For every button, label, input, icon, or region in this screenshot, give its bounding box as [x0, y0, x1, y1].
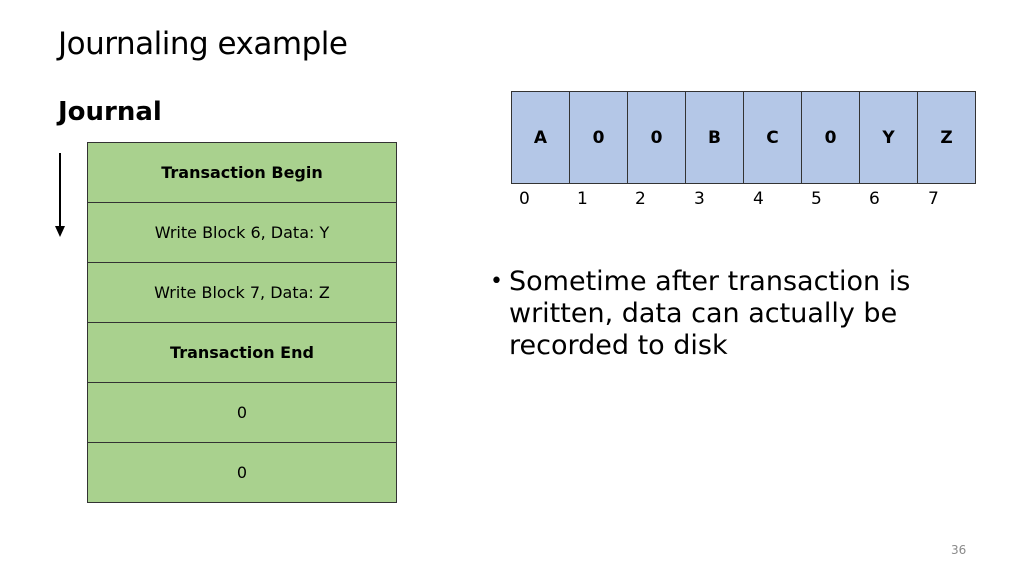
disk-index-7: 7 [928, 189, 939, 209]
journal-row: Transaction Begin [87, 142, 397, 203]
journal-heading: Journal [58, 97, 162, 127]
journal-cell-transaction-end: Transaction End [87, 322, 397, 383]
disk-index-6: 6 [869, 189, 880, 209]
bullet-marker: • [490, 269, 503, 294]
down-arrow-icon [55, 153, 65, 237]
disk-block-3: B [685, 91, 744, 184]
disk-block-5: 0 [801, 91, 860, 184]
disk-block-6: Y [859, 91, 918, 184]
disk-index-4: 4 [753, 189, 764, 209]
journal-row: Write Block 6, Data: Y [87, 202, 397, 263]
journal-row: Transaction End [87, 322, 397, 383]
journal-cell-empty: 0 [87, 442, 397, 503]
journal-row: Write Block 7, Data: Z [87, 262, 397, 323]
disk-block-7: Z [917, 91, 976, 184]
disk-index-0: 0 [519, 189, 530, 209]
slide-title: Journaling example [58, 26, 348, 62]
bullet-point: • Sometime after transaction is written,… [490, 266, 950, 362]
journal-cell-write-block-6: Write Block 6, Data: Y [87, 202, 397, 263]
disk-index-2: 2 [635, 189, 646, 209]
disk-block-0: A [511, 91, 570, 184]
journal-row: 0 [87, 442, 397, 503]
journal-cell-write-block-7: Write Block 7, Data: Z [87, 262, 397, 323]
disk-block-1: 0 [569, 91, 628, 184]
journal-cell-empty: 0 [87, 382, 397, 443]
journal-cell-transaction-begin: Transaction Begin [87, 142, 397, 203]
disk-index-5: 5 [811, 189, 822, 209]
disk-block-4: C [743, 91, 802, 184]
disk-block-2: 0 [627, 91, 686, 184]
journal-row: 0 [87, 382, 397, 443]
page-number: 36 [951, 543, 967, 557]
disk-blocks: A 0 0 B C 0 Y Z [511, 91, 976, 184]
disk-index-3: 3 [694, 189, 705, 209]
journal-table: Transaction Begin Write Block 6, Data: Y… [87, 142, 397, 503]
disk-index-1: 1 [577, 189, 588, 209]
bullet-text: Sometime after transaction is written, d… [509, 266, 911, 361]
